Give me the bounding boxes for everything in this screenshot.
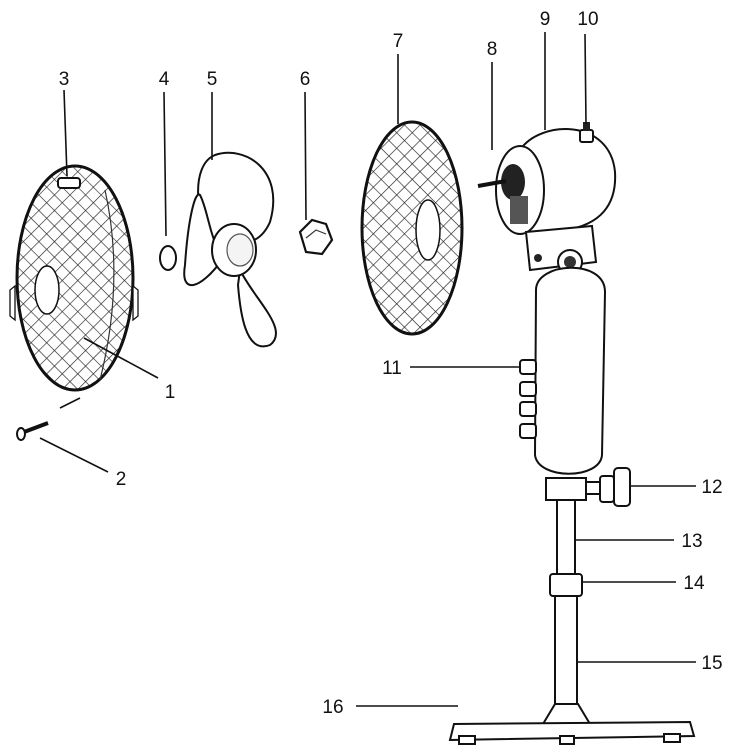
rear-grille — [9, 164, 139, 392]
tube-connector — [549, 573, 583, 597]
base-stand — [448, 703, 696, 745]
height-adjust-knob — [585, 467, 631, 507]
lower-tube — [554, 595, 578, 707]
label-3: 3 — [59, 69, 70, 90]
ring-washer — [159, 245, 177, 271]
label-16: 16 — [322, 697, 343, 718]
part-labels: 3 4 5 6 7 8 9 10 1 2 11 12 13 14 15 16 — [59, 9, 723, 718]
label-14: 14 — [683, 573, 705, 594]
label-8: 8 — [487, 39, 498, 60]
label-4: 4 — [159, 69, 170, 90]
label-15: 15 — [701, 653, 722, 674]
label-1: 1 — [165, 382, 176, 403]
label-6: 6 — [300, 69, 311, 90]
label-9: 9 — [540, 9, 551, 30]
grille-clip — [57, 177, 81, 189]
fan-body — [533, 266, 607, 475]
label-10: 10 — [577, 9, 598, 30]
label-2: 2 — [116, 469, 127, 490]
leader-lines — [39, 32, 696, 707]
upper-tube — [556, 499, 576, 577]
collar — [545, 477, 587, 501]
control-buttons — [519, 359, 537, 439]
label-7: 7 — [393, 31, 404, 52]
tilt-bracket — [524, 224, 598, 275]
label-12: 12 — [701, 477, 722, 498]
motor-housing — [477, 122, 617, 236]
label-13: 13 — [681, 531, 702, 552]
label-5: 5 — [207, 69, 218, 90]
label-11: 11 — [382, 358, 402, 379]
spinner-nut — [298, 218, 334, 256]
front-grille — [360, 120, 464, 336]
screw — [16, 421, 49, 441]
fan-blade — [183, 151, 277, 348]
